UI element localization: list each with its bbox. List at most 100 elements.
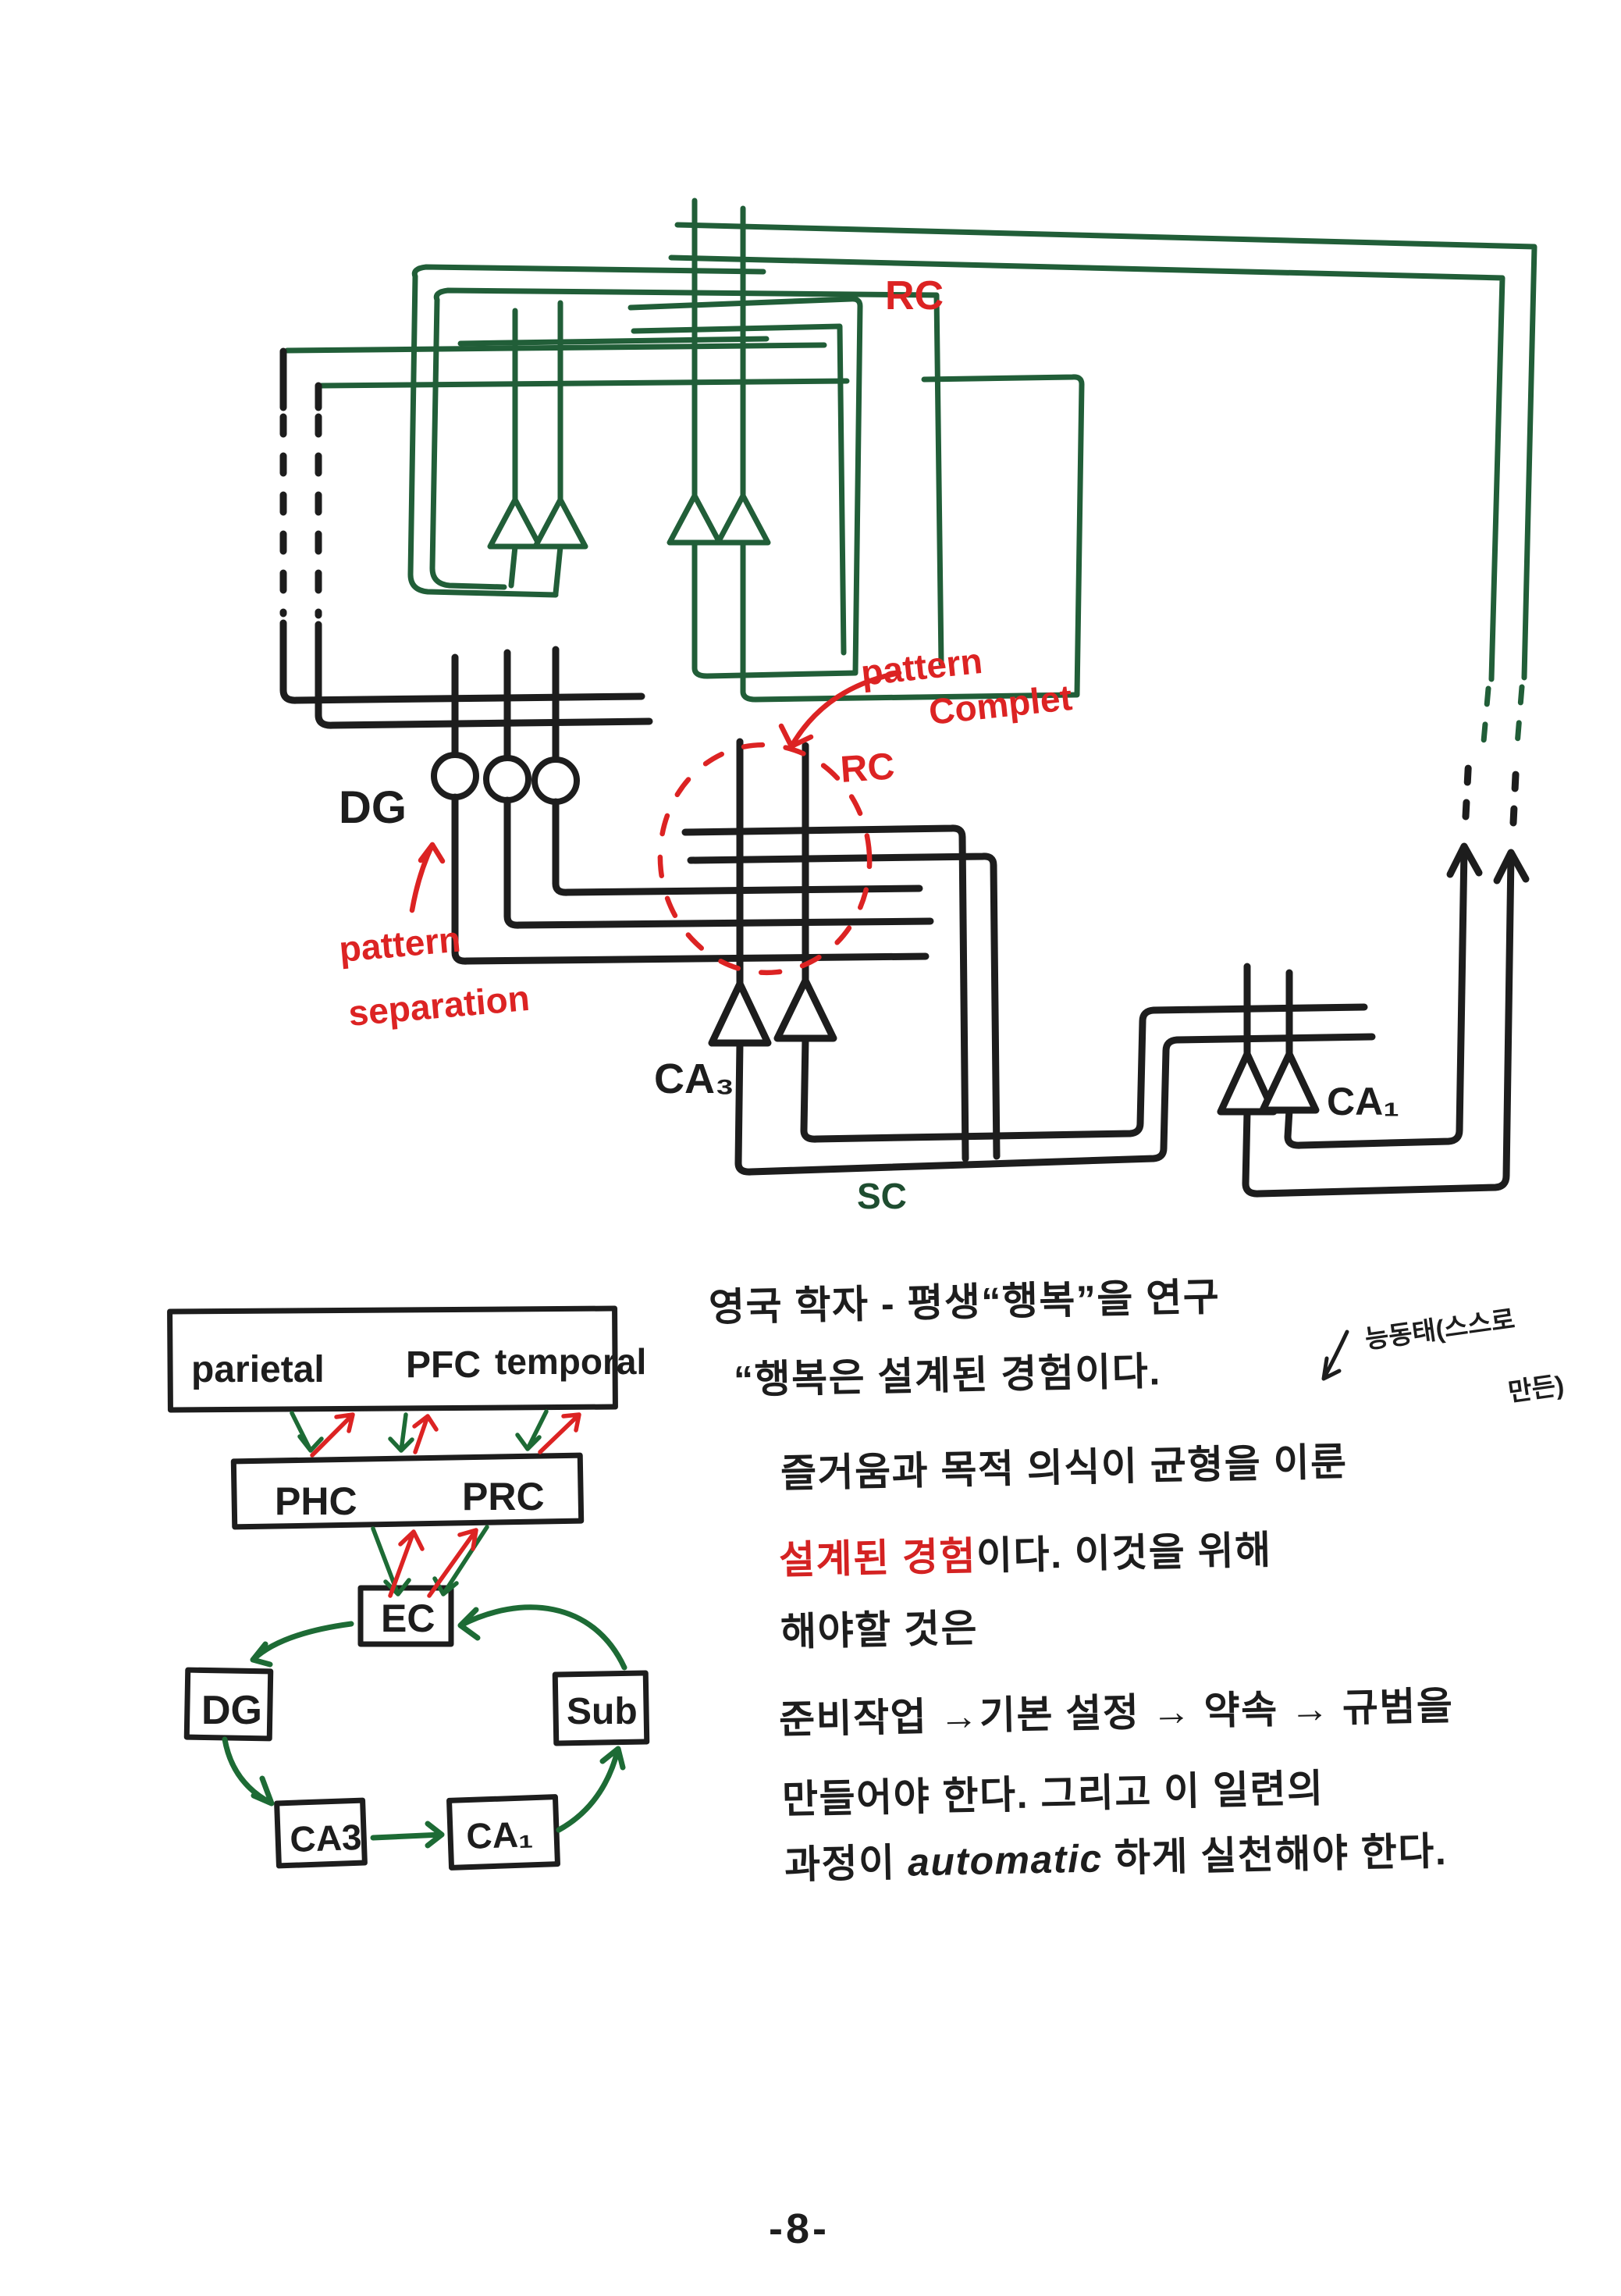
granule-cell-icon [483,755,531,803]
ca1-label: CA₁ [1327,1080,1399,1123]
axon-line-dashed [1481,685,1491,745]
note-text: 만든) [1506,1370,1566,1407]
collateral-line [631,323,847,656]
rc-top-label: RC [885,273,944,319]
flow-loop-arrows [222,1604,627,1849]
collateral-loop [407,273,559,598]
note-text: 만들어야 한다. 그리고 이 일련의 [781,1766,1325,1822]
flow-label-dg: DG [201,1688,262,1733]
note-text: 해야할 것은 [780,1606,979,1654]
dg-to-ca3-arrow [222,1736,275,1807]
pattern-completion-circle [657,742,873,976]
arrow-down-icon [515,1409,549,1451]
arrow-up-icon [310,1412,355,1458]
ca1-to-sub-arrow [556,1746,626,1833]
dg-label: DG [339,782,407,833]
pyramidal-neuron-icon [532,497,588,550]
recurrent-collateral [687,853,1001,1160]
flow-label-ca3: CA3 [290,1817,363,1860]
arrow-up-icon [427,1528,478,1598]
input-fibre [284,342,827,354]
mossy-fibre [451,793,930,965]
note-text: 영국 학자 - 평생“행복”을 연구 [708,1275,1221,1330]
axon-stub [553,543,563,596]
note-annotation-arrow [1321,1330,1349,1381]
feedforward-arrows [290,1409,549,1597]
arrow-down-icon [290,1411,324,1453]
mossy-fibre [503,796,934,929]
note-annotation-line-2: 만든) [1505,1364,1566,1409]
ca3-label: CA₃ [654,1055,734,1102]
arrowhead [778,723,814,749]
granule-cell-icon [531,756,580,805]
granule-cell-icon [431,752,479,800]
pyramidal-neuron-icon [773,977,837,1042]
note-text: 즐거움과 목적 의식이 균형을 이룬 [780,1440,1349,1496]
output-dashed [1462,752,1473,821]
flow-label-pfc: PFC [406,1344,481,1386]
arrow-down-icon [432,1525,489,1597]
pattern-separation-label: separation [347,977,531,1034]
flow-diagram [167,1305,650,1871]
note-line-5: 해야할 것은 [780,1597,979,1657]
arrow-up-icon [1493,849,1530,885]
pattern-completion-label: Complet [927,677,1074,732]
arrowhead [418,842,446,864]
pattern-completion-label: pattern [859,640,984,693]
flow-label-parietal: parietal [191,1349,325,1390]
output-dashed [1509,755,1520,827]
ca1-output [1242,852,1515,1198]
collateral-loop [429,297,507,590]
pyramidal-neuron-icon [667,493,723,546]
page-number: -8- [769,2205,830,2253]
ec-fibre [279,619,645,704]
pyramidal-neuron-icon [1259,1050,1320,1114]
note-line-2: “행복은 설계된 경험이다. [733,1340,1162,1404]
note-text: 이다. 이것을 위해 [976,1528,1273,1579]
axon-line-dashed [1514,684,1525,748]
arrow-up-icon [412,1414,439,1454]
arrow-down-icon [388,1412,414,1453]
axon-line [674,222,1537,681]
feedback-arrows [310,1412,581,1598]
rc-inner-label: RC [839,746,896,791]
arrow-up-icon [1446,842,1483,878]
rc-network [284,198,1537,748]
note-text: “행복은 설계된 경험이다. [733,1349,1162,1402]
schaffer-collateral [800,1003,1368,1143]
arrow-up-icon [538,1412,581,1454]
collateral-loop [740,374,1085,703]
dg-box [183,1667,274,1742]
sub-to-ec-arrow [457,1604,627,1671]
note-line-4: 설계된 경험이다. 이것을 위해 [778,1518,1273,1585]
flow-label-ec: EC [381,1597,435,1640]
note-text: 과정이 [784,1840,908,1887]
note-line-1: 영국 학자 - 평생“행복”을 연구 [708,1265,1221,1333]
pattern-separation-label: pattern [337,919,462,970]
ec-to-dg-arrow [250,1621,354,1668]
flow-label-sub: Sub [567,1691,638,1732]
flow-label-phc: PHC [275,1479,357,1523]
recurrent-collateral [681,824,969,1162]
mossy-fibre [552,798,923,896]
red-annotations [409,670,902,976]
input-fibre [318,378,850,389]
pyramidal-neuron-icon [487,497,543,550]
note-line-3: 즐거움과 목적 의식이 균형을 이룬 [780,1430,1349,1498]
phc-prc-box [230,1452,585,1530]
note-text: 하게 실천해야 한다. [1102,1829,1448,1881]
ca3-box [274,1797,368,1869]
axon-stub [508,543,518,589]
ca3-to-ca1-arrow [370,1821,445,1849]
arrow-down-left-icon [1321,1330,1349,1381]
note-text-latin: automatic [907,1836,1104,1885]
pyramidal-neuron-icon [715,493,771,546]
flow-label-temporal: temporal [495,1341,646,1382]
sc-label: SC [857,1176,907,1216]
ec-box [357,1585,454,1647]
collateral-line [457,336,770,347]
axon-line [668,255,1505,682]
schaffer-collateral [734,1033,1376,1176]
